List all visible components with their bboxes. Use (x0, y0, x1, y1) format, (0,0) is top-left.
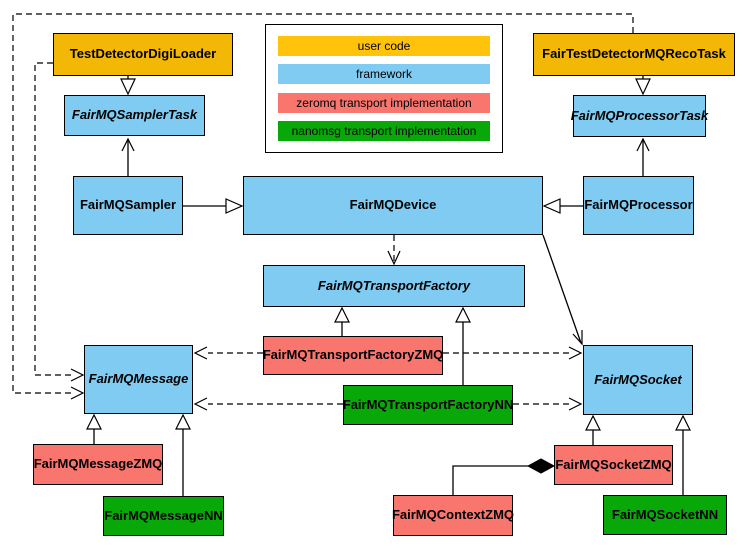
node-fairmqsocket: FairMQSocket (583, 345, 693, 415)
node-fairmqmessagezmq: FairMQMessageZMQ (33, 444, 163, 485)
node-fairmqprocessortask: FairMQProcessorTask (571, 95, 708, 137)
edge-messagenn-message-inheritance (175, 413, 191, 496)
node-fairmqtransportfactoryzmq: FairMQTransportFactoryZMQ (263, 336, 443, 375)
node-fairmqprocessor: FairMQProcessor (583, 176, 694, 235)
edge-device-socket-arrow (542, 234, 583, 346)
legend-label: framework (355, 67, 412, 82)
node-fairmqmessage: FairMQMessage (84, 345, 193, 414)
legend-item-user-code: user code (278, 36, 490, 56)
edge-socketnn-socket-inheritance (675, 414, 691, 495)
legend-item-framework: framework (278, 64, 490, 85)
edge-device-transportfactory-dependency (387, 235, 401, 266)
edge-recotask-processortask-inheritance (635, 76, 651, 96)
legend-label: nanomsg transport implementation (291, 123, 477, 138)
edge-tfnn-socket-dependency (513, 397, 583, 411)
edge-sampler-device-inheritance (183, 198, 244, 214)
legend-label: user code (357, 39, 411, 53)
node-fairmqsamplertask: FairMQSamplerTask (64, 95, 205, 136)
node-fairmqcontextzmq: FairMQContextZMQ (392, 495, 514, 536)
edge-tfnn-transportfactory-inheritance (455, 306, 471, 385)
legend: user code framework zeromq transport imp… (265, 24, 503, 153)
node-fairtestdetectormqrecotask: FairTestDetectorMQRecoTask (533, 33, 735, 76)
edge-tfnn-message-dependency (193, 397, 343, 411)
edge-digiloader-message-dependency (34, 62, 85, 382)
edge-processor-processortask-arrow (636, 137, 650, 176)
edge-sampler-samplertask-arrow (121, 137, 135, 176)
edge-contextzmq-socketzmq-aggregation (452, 458, 556, 495)
edge-recotask-message-dependency (12, 13, 634, 400)
edge-processor-device-inheritance (542, 198, 583, 214)
edge-tfzmq-transportfactory-inheritance (334, 306, 350, 336)
edge-digiloader-samplertask-inheritance (120, 76, 136, 96)
node-testdetectordigiloader: TestDetectorDigiLoader (53, 33, 233, 76)
node-fairmqsocketzmq: FairMQSocketZMQ (554, 445, 673, 485)
node-fairmqdevice: FairMQDevice (243, 176, 543, 235)
edge-tfzmq-socket-dependency (443, 346, 583, 360)
node-fairmqtransportfactorynn: FairMQTransportFactoryNN (343, 385, 513, 425)
edge-tfzmq-message-dependency (193, 346, 263, 360)
edge-socketzmq-socket-inheritance (585, 414, 601, 445)
legend-label: zeromq transport implementation (296, 95, 472, 110)
legend-item-zeromq: zeromq transport implementation (278, 92, 490, 113)
legend-item-nanomsg: nanomsg transport implementation (278, 120, 490, 141)
node-fairmqsampler: FairMQSampler (73, 176, 183, 235)
node-fairmqtransportfactory: FairMQTransportFactory (263, 265, 525, 307)
edge-messagezmq-message-inheritance (86, 413, 102, 444)
node-fairmqsocketnn: FairMQSocketNN (603, 495, 727, 535)
node-fairmqmessagenn: FairMQMessageNN (103, 496, 224, 536)
